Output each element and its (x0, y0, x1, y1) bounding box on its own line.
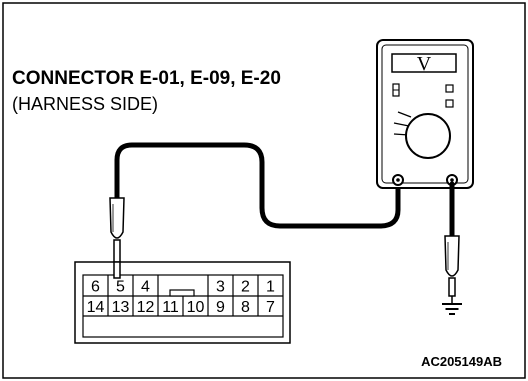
pin-label: 4 (141, 279, 150, 296)
ground-probe-icon (444, 235, 460, 297)
connector-harness-side: 6 5 4 3 2 1 14 13 12 11 10 9 8 7 (74, 261, 291, 344)
pin-label: 8 (241, 299, 250, 316)
connector-title: CONNECTOR E-01, E-09, E-20 (12, 68, 281, 89)
pin-label: 14 (87, 299, 105, 316)
voltmeter-icon: V (376, 39, 474, 189)
figure-id: AC205149AB (421, 354, 502, 369)
pin-label: 13 (112, 299, 130, 316)
pin-label: 2 (241, 279, 250, 296)
pin-label: 12 (137, 299, 155, 316)
ground-symbol-icon (442, 296, 462, 315)
test-probe-icon (109, 197, 125, 273)
pin-label: 7 (266, 299, 275, 316)
selector-dial (393, 111, 451, 159)
test-lead-wire (114, 142, 401, 229)
pin-label: 3 (216, 279, 225, 296)
pin-label: 10 (187, 299, 205, 316)
meter-display (391, 53, 457, 73)
pin-label: 9 (216, 299, 225, 316)
pin-label: 6 (91, 279, 100, 296)
pin-label: 1 (266, 279, 275, 296)
pin-label: 11 (162, 299, 179, 316)
connector-lock-tab (169, 289, 195, 297)
connector-subtitle: (HARNESS SIDE) (12, 94, 158, 114)
meter-mode-label: V (417, 53, 432, 75)
pin-label: 5 (116, 279, 125, 296)
